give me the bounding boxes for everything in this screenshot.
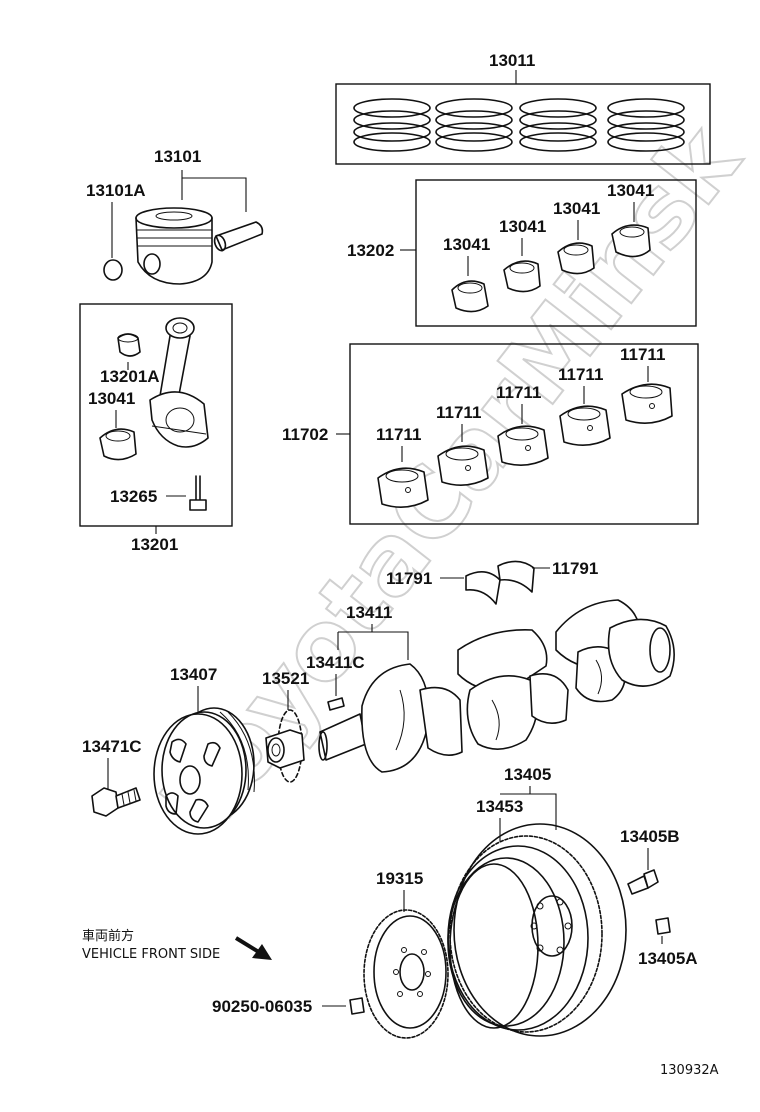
thrust-washer-group: 11791 11791 — [386, 559, 598, 605]
ring-gear — [363, 909, 449, 1039]
label-13405[interactable]: 13405 — [504, 765, 551, 784]
piston — [135, 207, 213, 285]
flywheel — [447, 823, 627, 1037]
piston-group: 13101 13101A — [86, 147, 264, 285]
label-13405B[interactable]: 13405B — [620, 827, 680, 846]
piston-pin — [213, 221, 264, 252]
pulley-bolt — [91, 787, 141, 817]
dowel-pin-group: 90250-06035 — [212, 997, 365, 1016]
connecting-rod — [149, 317, 209, 448]
main-bearing-shell-1 — [377, 467, 429, 508]
label-13201[interactable]: 13201 — [131, 535, 178, 554]
label-90250-06035[interactable]: 90250-06035 — [212, 997, 312, 1016]
crankshaft — [318, 599, 675, 773]
crankshaft-pulley — [153, 707, 255, 835]
flywheel-bolt — [627, 869, 659, 895]
piston-ring-stack-1 — [353, 98, 431, 152]
label-11711-b[interactable]: 11711 — [436, 403, 481, 422]
label-11791-b[interactable]: 11791 — [552, 559, 598, 578]
conrod-bearing-shell-1 — [451, 280, 489, 313]
conrod-bearing-shell-2 — [503, 260, 541, 293]
flywheel-pin — [655, 917, 671, 935]
vehicle-front-note: 車両前方 VEHICLE FRONT SIDE — [82, 928, 272, 962]
crankshaft-key — [327, 697, 345, 711]
label-13041-b[interactable]: 13041 — [499, 217, 546, 236]
crankshaft-pulley-group: 13407 — [153, 665, 255, 835]
vehicle-front-english: VEHICLE FRONT SIDE — [82, 947, 220, 962]
conrod-bearing-shell-3 — [557, 242, 595, 275]
piston-ring-stack-4 — [607, 98, 685, 152]
label-13202[interactable]: 13202 — [347, 241, 394, 260]
crankshaft-group: 13411 13411C — [306, 599, 675, 773]
label-13041-c[interactable]: 13041 — [553, 199, 600, 218]
label-11711-d[interactable]: 11711 — [558, 365, 603, 384]
label-13407[interactable]: 13407 — [170, 665, 217, 684]
label-13265[interactable]: 13265 — [110, 487, 157, 506]
conrod-bearing-box — [415, 179, 697, 327]
label-13041-e[interactable]: 13041 — [88, 389, 135, 408]
conrod-bearing-shell-4 — [611, 224, 651, 258]
label-11711-e[interactable]: 11711 — [620, 345, 665, 364]
label-11702[interactable]: 11702 — [282, 425, 328, 444]
pulley-bolt-group: 13471C — [82, 737, 142, 817]
flywheel-pin-group: 13405A — [638, 917, 698, 968]
main-bearing-shell-4 — [559, 405, 611, 446]
label-13405A[interactable]: 13405A — [638, 949, 698, 968]
timing-sprocket — [265, 709, 305, 783]
label-13201A[interactable]: 13201A — [100, 367, 160, 386]
snap-ring — [103, 259, 123, 281]
flywheel-group: 13405 13453 — [447, 765, 627, 1037]
label-13471C[interactable]: 13471C — [82, 737, 142, 756]
label-13041-a[interactable]: 13041 — [443, 235, 490, 254]
main-bearing-shell-2 — [437, 445, 489, 486]
label-11711-c[interactable]: 11711 — [496, 383, 541, 402]
thrust-washer-1 — [465, 571, 501, 605]
conrod-bolt — [189, 475, 207, 511]
label-13453[interactable]: 13453 — [476, 797, 523, 816]
ring-gear-group: 19315 — [363, 869, 449, 1039]
piston-pin-bushing — [117, 333, 141, 357]
label-19315[interactable]: 19315 — [376, 869, 423, 888]
main-bearing-shell-5 — [621, 383, 673, 424]
label-13101[interactable]: 13101 — [154, 147, 201, 166]
label-11791-a[interactable]: 11791 — [386, 569, 432, 588]
piston-ring-set-group: 13011 — [335, 51, 711, 165]
label-11711-a[interactable]: 11711 — [376, 425, 421, 444]
conrod-bearing-set-group: 13202 13041 13041 13041 13041 — [347, 179, 697, 327]
label-13101A[interactable]: 13101A — [86, 181, 146, 200]
piston-ring-stack-3 — [519, 98, 597, 152]
label-13411[interactable]: 13411 — [346, 603, 392, 622]
main-bearing-set-group: 11702 11711 11711 11711 11711 11711 — [282, 343, 699, 525]
flywheel-bolt-group: 13405B — [620, 827, 680, 895]
dowel-pin — [349, 997, 365, 1015]
label-13411C[interactable]: 13411C — [306, 653, 365, 672]
label-13041-d[interactable]: 13041 — [607, 181, 654, 200]
front-direction-arrow-icon — [234, 936, 272, 960]
connecting-rod-group: 13201 13201A 13041 13265 — [79, 303, 233, 554]
vehicle-front-japanese: 車両前方 — [82, 928, 134, 944]
label-13521[interactable]: 13521 — [262, 669, 309, 688]
label-13011[interactable]: 13011 — [489, 51, 535, 70]
figure-id: 130932A — [660, 1063, 719, 1078]
piston-ring-box — [335, 83, 711, 165]
timing-gear-group: 13521 — [262, 669, 309, 783]
thrust-washer-2 — [497, 560, 535, 593]
conrod-bearing-shell-5 — [99, 428, 137, 461]
main-bearing-shell-3 — [497, 425, 549, 466]
piston-ring-stack-2 — [435, 98, 513, 152]
